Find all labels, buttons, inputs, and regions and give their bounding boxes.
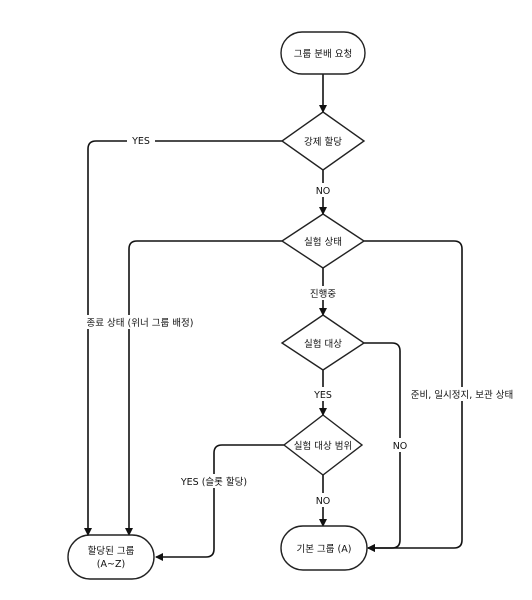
node-experiment-target: 실험 대상 [280, 314, 366, 371]
node-experiment-target-label: 실험 대상 [304, 339, 342, 350]
edge-state-finished [125, 240, 282, 536]
label-state-running: 진행중 [310, 288, 336, 300]
node-assigned-group-label-1: 할당된 그룹 [88, 545, 135, 557]
label-target-no: NO [393, 441, 408, 452]
node-experiment-range-label: 실험 대상 범위 [294, 440, 352, 452]
edge-range-yes [155, 444, 284, 561]
label-state-finished: 종료 상태 (위너 그룹 배정) [87, 317, 194, 329]
node-start-label: 그룹 분배 요청 [294, 49, 352, 60]
label-target-yes: YES [313, 390, 332, 401]
node-experiment-range: 실험 대상 범위 [282, 414, 364, 476]
node-default-group: 기본 그룹 (A) [280, 525, 368, 571]
node-default-group-label: 기본 그룹 (A) [297, 544, 352, 555]
label-force-no: NO [316, 186, 331, 197]
label-range-no: NO [316, 496, 331, 507]
node-start: 그룹 분배 요청 [280, 31, 366, 75]
edge-force-yes [84, 140, 282, 536]
node-experiment-state-label: 실험 상태 [304, 237, 342, 248]
label-range-yes: YES (슬롯 할당) [180, 477, 247, 488]
node-assigned-group-label-2: (A~Z) [97, 559, 125, 570]
node-experiment-state: 실험 상태 [280, 213, 366, 269]
label-force-yes: YES [131, 136, 150, 147]
node-force-assign-label: 강제 할당 [304, 137, 342, 148]
node-assigned-group: 할당된 그룹 (A~Z) [67, 534, 155, 580]
label-state-other: 준비, 일시정지, 보관 상태 [411, 390, 514, 401]
edge-labels: YES NO 종료 상태 (위너 그룹 배정) 진행중 준비, 일시정지, 보관… [78, 133, 513, 507]
node-force-assign: 강제 할당 [280, 111, 366, 171]
